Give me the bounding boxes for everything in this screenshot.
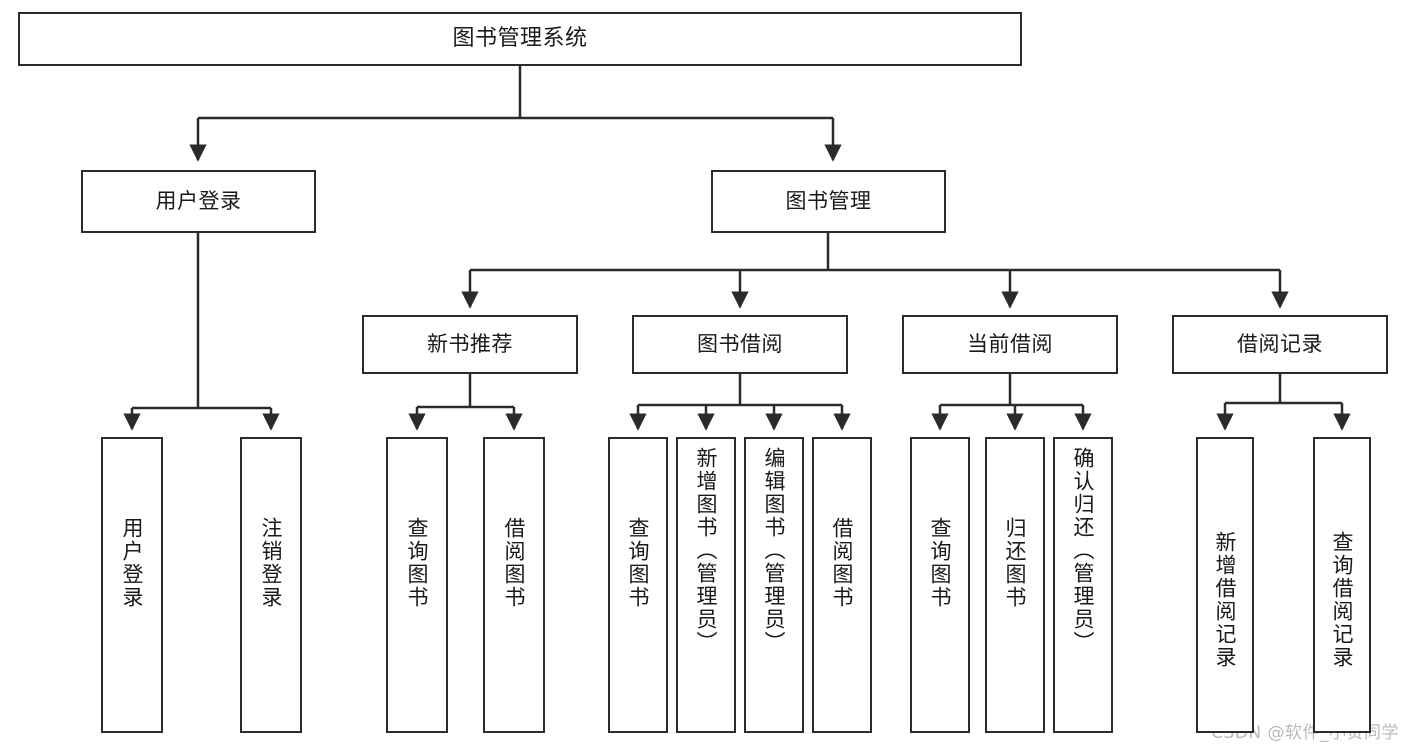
node-label: 借阅图书 [502,517,527,609]
node-label: 查询图书 [626,517,651,609]
node-current-borrow[interactable]: 当前借阅 [902,315,1118,374]
node-leaf-borrow-book-rec[interactable]: 借阅图书 [483,437,545,733]
node-leaf-confirm-return[interactable]: 确认归还（管理员） [1053,437,1113,733]
node-leaf-query-record[interactable]: 查询借阅记录 [1313,437,1371,733]
node-label: 当前借阅 [967,332,1053,357]
node-label: 注销登录 [259,517,284,609]
node-user-login[interactable]: 用户登录 [81,170,316,233]
node-label: 新书推荐 [427,332,513,357]
node-label: 编辑图书（管理员） [762,447,787,654]
node-leaf-edit-book[interactable]: 编辑图书（管理员） [744,437,804,733]
node-label: 查询借阅记录 [1330,531,1355,669]
node-label: 新增图书（管理员） [694,447,719,654]
node-leaf-query-book-c[interactable]: 查询图书 [910,437,970,733]
node-root[interactable]: 图书管理系统 [18,12,1022,66]
node-leaf-borrow-book-b[interactable]: 借阅图书 [812,437,872,733]
node-label: 图书管理系统 [452,26,588,52]
node-label: 确认归还（管理员） [1071,447,1096,654]
node-label: 用户登录 [120,517,145,609]
node-label: 借阅图书 [830,517,855,609]
node-label: 图书借阅 [697,332,783,357]
node-label: 查询图书 [405,517,430,609]
node-label: 新增借阅记录 [1213,531,1238,669]
node-label: 归还图书 [1003,517,1028,609]
node-leaf-add-book[interactable]: 新增图书（管理员） [676,437,736,733]
node-label: 用户登录 [155,189,242,214]
node-book-manage[interactable]: 图书管理 [711,170,946,233]
node-book-borrow[interactable]: 图书借阅 [632,315,848,374]
node-label: 查询图书 [928,517,953,609]
node-leaf-user-logout[interactable]: 注销登录 [240,437,302,733]
node-new-book-rec[interactable]: 新书推荐 [362,315,578,374]
node-leaf-query-book-rec[interactable]: 查询图书 [386,437,448,733]
node-leaf-query-book-b[interactable]: 查询图书 [608,437,668,733]
node-leaf-return-book[interactable]: 归还图书 [985,437,1045,733]
node-borrow-record[interactable]: 借阅记录 [1172,315,1388,374]
node-label: 图书管理 [785,189,872,214]
node-leaf-user-login[interactable]: 用户登录 [101,437,163,733]
node-leaf-add-record[interactable]: 新增借阅记录 [1196,437,1254,733]
node-label: 借阅记录 [1237,332,1323,357]
